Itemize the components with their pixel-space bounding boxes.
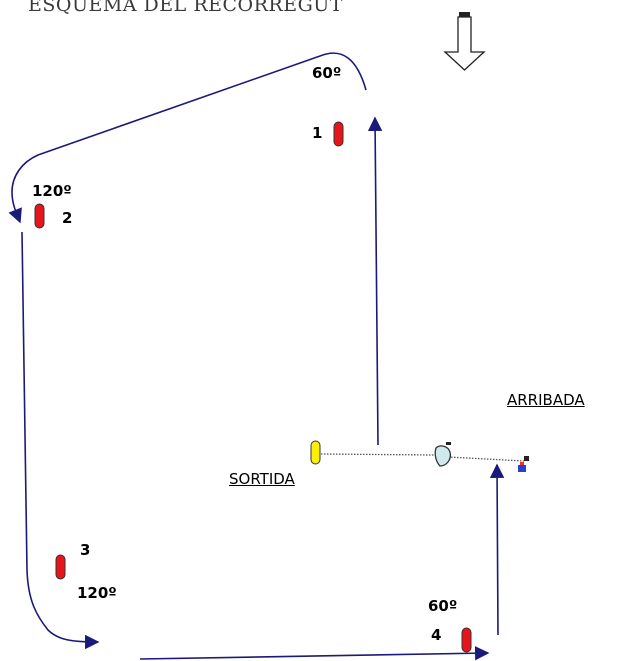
committee-boat-icon bbox=[434, 442, 452, 467]
course-leg-3-to-4 bbox=[139, 646, 490, 661]
wind-direction-arrow-icon bbox=[443, 12, 486, 71]
buoy-3-number-label: 3 bbox=[80, 541, 91, 559]
start-buoy bbox=[310, 440, 321, 465]
finish-label: ARRIBADA bbox=[507, 391, 585, 409]
buoy-4-number-label: 4 bbox=[431, 626, 442, 644]
buoy-3-angle-label: 120º bbox=[77, 584, 117, 602]
course-leg-1-to-2 bbox=[8, 52, 367, 224]
course-leg-2-to-3 bbox=[21, 231, 100, 650]
buoy-4 bbox=[461, 627, 472, 653]
course-leg-4-to-finish bbox=[489, 463, 505, 636]
finish-flag-icon bbox=[518, 456, 529, 472]
start-label: SORTIDA bbox=[229, 470, 295, 488]
buoy-1-number-label: 1 bbox=[312, 124, 323, 142]
course-leg-start-to-1 bbox=[367, 116, 383, 446]
buoy-2 bbox=[34, 203, 45, 229]
buoy-2-number-label: 2 bbox=[62, 209, 73, 227]
buoy-1-angle-label: 60º bbox=[312, 64, 342, 82]
buoy-4-angle-label: 60º bbox=[428, 597, 458, 615]
buoy-2-angle-label: 120º bbox=[32, 182, 72, 200]
start-line bbox=[320, 453, 435, 456]
diagram-title: ESQUEMA DEL RECORREGUT bbox=[28, 0, 343, 16]
buoy-3 bbox=[55, 554, 66, 580]
finish-line bbox=[447, 456, 525, 462]
buoy-1 bbox=[333, 121, 344, 147]
